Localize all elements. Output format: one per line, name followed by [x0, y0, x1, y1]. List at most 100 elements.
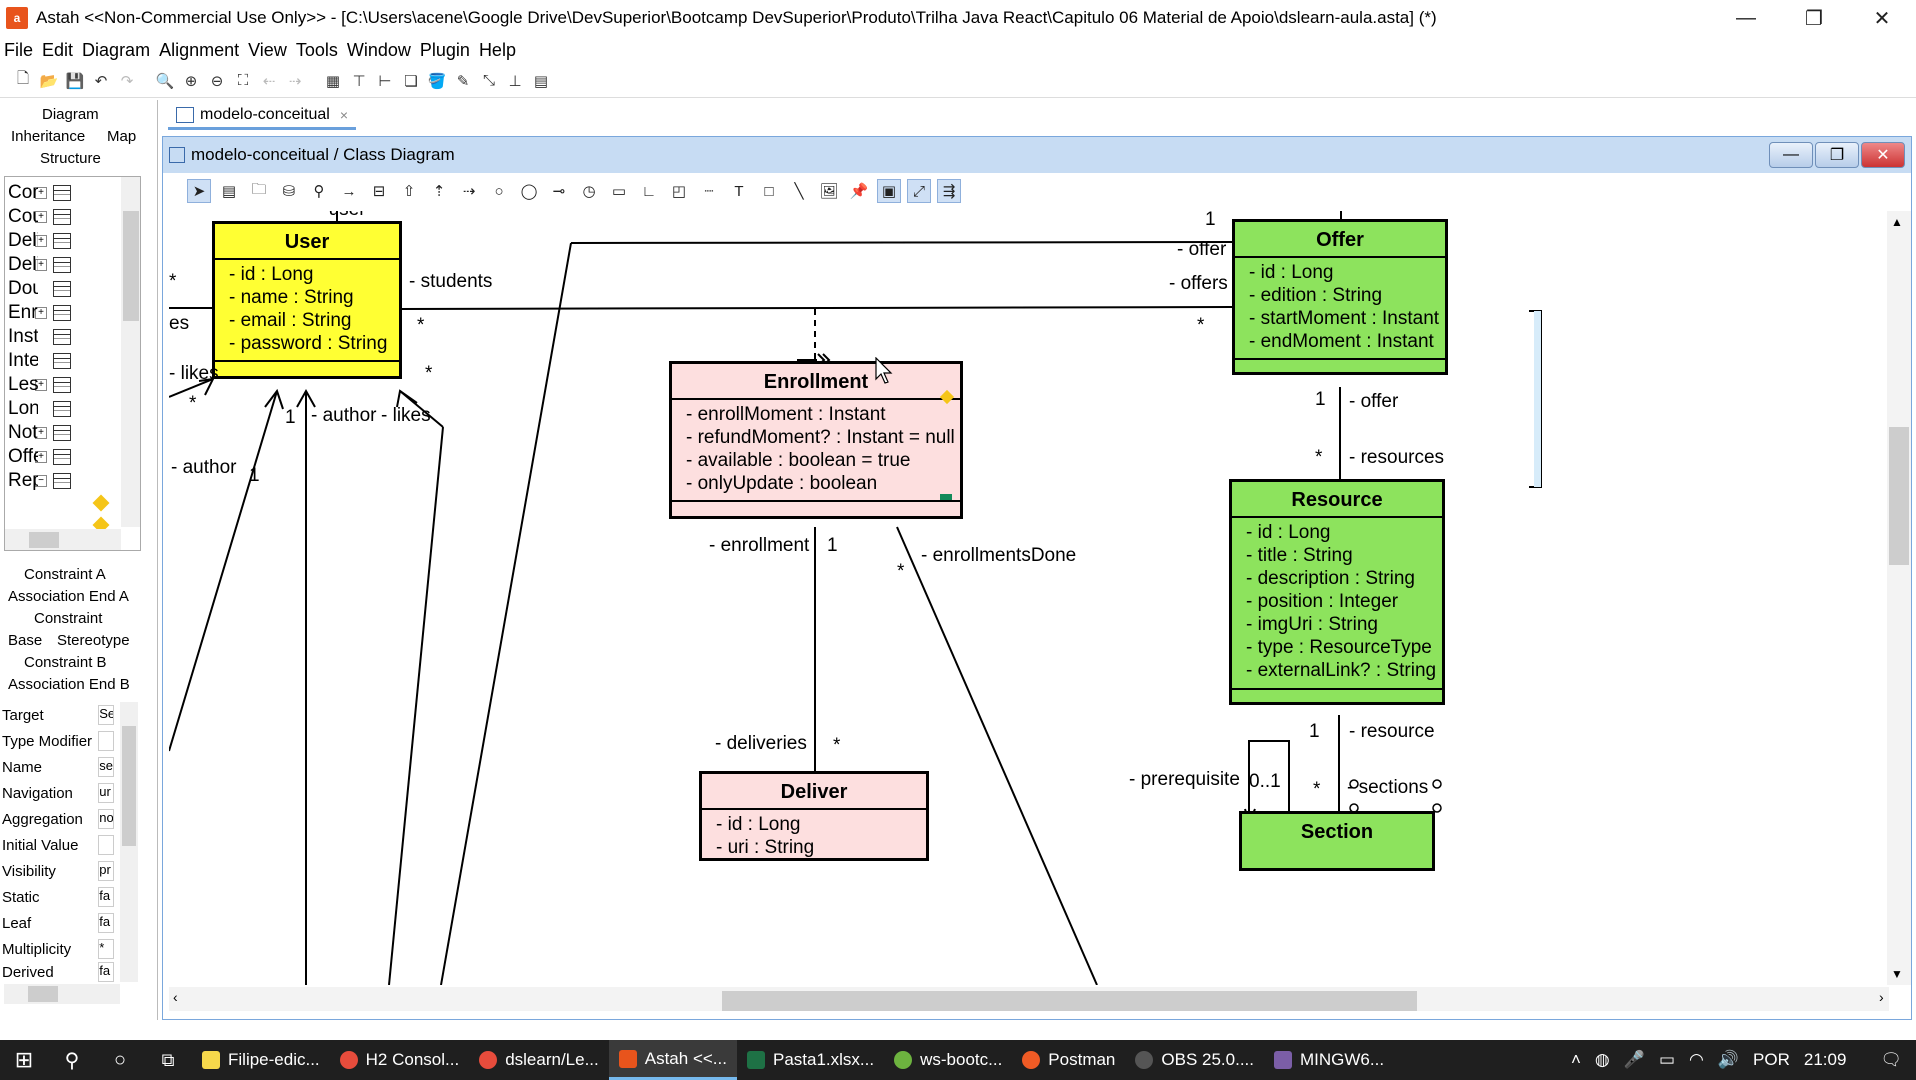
taskbar-item-filipe[interactable]: Filipe-edic...	[192, 1040, 330, 1080]
diagram-canvas[interactable]: User - id : Long - name : String - email…	[169, 211, 1889, 985]
fill-color-icon[interactable]: 🪣	[427, 72, 447, 90]
note-line-tool-icon[interactable]: ┈	[704, 183, 714, 200]
tree-item[interactable]: +Offe	[5, 445, 135, 469]
open-folder-icon[interactable]: 📂	[39, 72, 59, 90]
tab-association-end-a[interactable]: Association End A	[8, 588, 129, 605]
generalization-tool-icon[interactable]: ⇧	[402, 183, 416, 200]
tab-base[interactable]: Base	[8, 632, 43, 649]
taskbar-item-excel[interactable]: Pasta1.xlsx...	[737, 1040, 884, 1080]
taskbar-item-dslearn[interactable]: dslearn/Le...	[469, 1040, 609, 1080]
tree-item[interactable]: Insta	[5, 325, 135, 349]
microphone-icon[interactable]: 🎤	[1623, 1050, 1645, 1069]
entity-tool-icon[interactable]: ◷	[582, 183, 596, 200]
package-tool-icon[interactable]: 🗀	[251, 180, 267, 198]
rectangle-tool-icon[interactable]: □	[764, 182, 774, 200]
frame-close-button[interactable]: ✕	[1861, 142, 1905, 168]
clock[interactable]: 21:09	[1803, 1050, 1847, 1069]
tab-map[interactable]: Map	[107, 128, 137, 145]
restore-button[interactable]: ❐	[1805, 7, 1823, 30]
line-tool-icon[interactable]: ╲	[794, 183, 804, 200]
props-vertical-scrollbar[interactable]	[120, 702, 138, 982]
taskbar-item-h2[interactable]: H2 Consol...	[330, 1040, 470, 1080]
tree-horizontal-scrollbar[interactable]	[5, 529, 121, 550]
close-button[interactable]: ✕	[1873, 7, 1891, 30]
line-color-icon[interactable]: ✎	[456, 72, 470, 90]
select-tool-icon[interactable]: ➤	[187, 179, 211, 203]
wifi-icon[interactable]: ◠	[1689, 1050, 1704, 1069]
tree-layout-icon[interactable]: ⊥	[508, 72, 522, 90]
notifications-icon[interactable]: 🗨	[1880, 1050, 1902, 1069]
tab-diagram[interactable]: Diagram	[42, 106, 99, 123]
back-icon[interactable]: ⇠	[262, 72, 276, 90]
note-tool-icon[interactable]: ◰	[671, 183, 687, 200]
dependency-tool-icon[interactable]: ⇢	[462, 183, 476, 200]
tree-item[interactable]: +Noti	[5, 421, 135, 445]
subsystem-tool-icon[interactable]: ⛁	[282, 183, 296, 200]
tree-item[interactable]: −Repl	[5, 469, 135, 493]
class-enrollment[interactable]: Enrollment - enrollMoment : Instant - re…	[669, 361, 963, 519]
tree-item[interactable]: +Deliv	[5, 253, 135, 277]
tab-association-end-b[interactable]: Association End B	[8, 676, 130, 693]
align-left-icon[interactable]: ⊢	[378, 72, 392, 90]
tab-constraint-a[interactable]: Constraint A	[24, 566, 106, 583]
undo-icon[interactable]: ↶	[94, 72, 108, 90]
boundary-tool-icon[interactable]: ◯	[520, 183, 538, 200]
volume-icon[interactable]: 🔊	[1717, 1050, 1740, 1069]
search-icon[interactable]: ⚲	[64, 1049, 80, 1072]
tree-item[interactable]: Dou	[5, 277, 135, 301]
battery-icon[interactable]: ▭	[1658, 1050, 1675, 1069]
cortana-icon[interactable]: ○	[113, 1048, 127, 1071]
image-tool-icon[interactable]: 🖼	[819, 183, 839, 200]
class-tool-icon[interactable]: ▤	[221, 183, 237, 200]
tree-item[interactable]: +Con	[5, 181, 135, 205]
taskbar-item-obs[interactable]: OBS 25.0....	[1125, 1040, 1264, 1080]
instance-tool-icon[interactable]: ▭	[611, 183, 627, 200]
tab-constraint-b[interactable]: Constraint B	[24, 654, 107, 671]
windows-start-icon[interactable]: ⊞	[14, 1047, 34, 1072]
tree-item[interactable]: +Cou	[5, 205, 135, 229]
zoom-in-icon[interactable]: ⊕	[184, 72, 198, 90]
menu-tools[interactable]: Tools	[295, 39, 338, 60]
menu-view[interactable]: View	[248, 39, 287, 60]
text-tool-icon[interactable]: T	[734, 182, 744, 200]
taskbar-item-postman[interactable]: Postman	[1012, 1040, 1125, 1080]
sync-icon[interactable]: ◍	[1594, 1050, 1610, 1069]
frame-restore-button[interactable]: ❐	[1815, 142, 1859, 168]
frame-minimize-button[interactable]: —	[1769, 142, 1813, 168]
align-top-icon[interactable]: ⊤	[352, 72, 366, 90]
chevron-up-icon[interactable]: ˄	[1570, 1050, 1581, 1069]
association-class-tool-icon[interactable]: ⊟	[372, 183, 386, 200]
pin-tool-icon[interactable]: ⚲	[313, 183, 325, 200]
menu-edit[interactable]: Edit	[42, 39, 74, 60]
tab-constraint[interactable]: Constraint	[34, 610, 103, 627]
new-file-icon[interactable]: 🗋	[16, 70, 30, 87]
auto-align-icon[interactable]: ⇶	[937, 179, 961, 203]
class-user[interactable]: User - id : Long - name : String - email…	[212, 221, 402, 379]
note-anchor-tool-icon[interactable]: ∟	[641, 182, 657, 200]
forward-icon[interactable]: ⇢	[288, 72, 302, 90]
realization-tool-icon[interactable]: ⇡	[432, 183, 446, 200]
taskbar-item-sts[interactable]: ws-bootc...	[884, 1040, 1012, 1080]
canvas-horizontal-scrollbar[interactable]: ‹ ›	[169, 987, 1889, 1011]
fit-window-icon[interactable]: ⛶	[237, 72, 249, 89]
class-resource[interactable]: Resource - id : Long - title : String - …	[1229, 479, 1445, 705]
language-indicator[interactable]: POR	[1753, 1050, 1790, 1069]
tab-stereotype[interactable]: Stereotype	[57, 632, 130, 649]
snap-grid-icon[interactable]: ▣	[877, 179, 901, 203]
menu-alignment[interactable]: Alignment	[159, 39, 240, 60]
tree-item[interactable]: Long	[5, 397, 135, 421]
menu-window[interactable]: Window	[346, 39, 411, 60]
taskbar-item-astah[interactable]: Astah <<...	[608, 1040, 737, 1080]
tree-item[interactable]: Inte	[5, 349, 135, 373]
tree-item[interactable]: +Deliv	[5, 229, 135, 253]
zoom-out-icon[interactable]: ⊖	[210, 72, 224, 90]
search-icon[interactable]: 🔍	[155, 72, 175, 90]
canvas-vertical-scrollbar[interactable]: ▲ ▼	[1887, 211, 1911, 985]
tab-structure[interactable]: Structure	[40, 150, 101, 167]
class-section[interactable]: Section	[1239, 811, 1435, 871]
layout-icon[interactable]: ▦	[325, 72, 341, 90]
menu-diagram[interactable]: Diagram	[82, 39, 151, 60]
arrange-icon[interactable]: ❏	[404, 72, 418, 90]
control-tool-icon[interactable]: ⊸	[552, 183, 566, 200]
line-routing-icon[interactable]: ⤢	[907, 179, 931, 203]
